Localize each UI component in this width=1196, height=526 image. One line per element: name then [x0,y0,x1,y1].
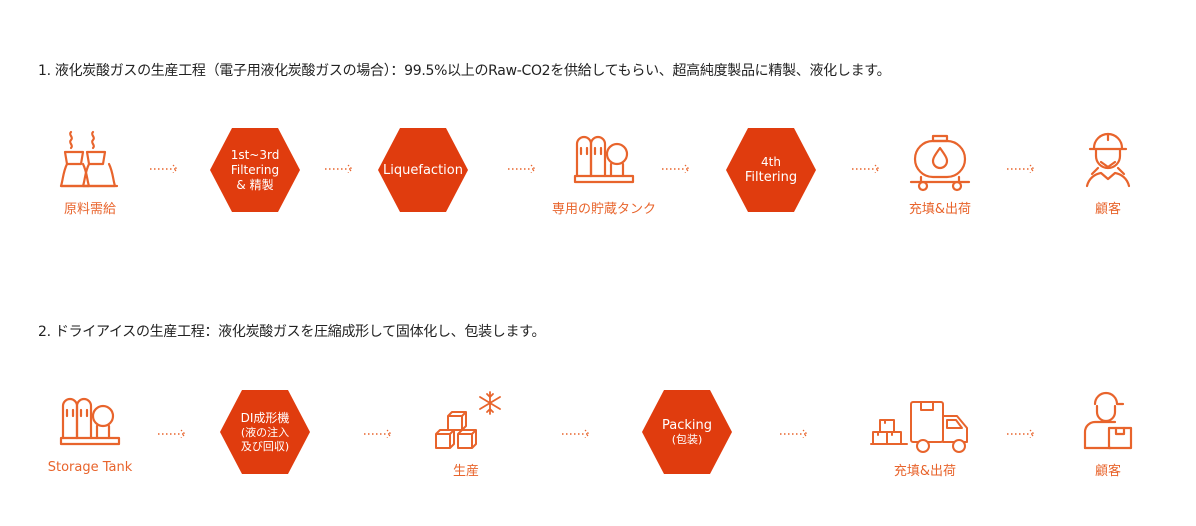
section2-heading: 2. ドライアイスの生産工程：液化炭酸ガスを圧縮成形して固体化し、包装します。 [38,324,546,340]
dotted-arrow-connector [158,429,186,438]
dotted-arrow-connector [150,164,178,173]
hex-step-filtering-refining: 1st~3rd Filtering & 精製 [210,128,300,212]
hex-text-line: 及び回収) [240,439,290,453]
hex-step-packing: Packing (包装) [642,390,732,474]
step-label: 顧客 [1094,202,1121,217]
dotted-arrow-connector [562,429,590,438]
step-label: 生産 [452,464,479,479]
hex-step-4th-filtering: 4th Filtering [726,128,816,212]
worker-icon [1085,132,1131,188]
step-customer: 顧客 [1048,390,1168,479]
ice-blocks-icon [435,391,501,449]
worker-box-icon [1083,391,1133,450]
hex-text-line: Liquefaction [383,162,463,178]
step-label: 原料需給 [63,202,116,217]
hex-text-line: Filtering [744,170,798,185]
step-label: 充填&出荷 [908,202,972,217]
dotted-arrow-connector [325,164,353,173]
hex-text-line: & 精製 [236,177,274,192]
step-label: Storage Tank [47,460,133,475]
step-label: 専用の貯蔵タンク [551,202,656,217]
dotted-arrow-connector [1007,429,1035,438]
step-label: 充填&出荷 [893,464,957,479]
step-storage-tank: Storage Tank [30,390,150,475]
hex-text-line: Packing [661,417,712,433]
section1-heading: 1. 液化炭酸ガスの生産工程（電子用液化炭酸ガスの場合）：99.5%以上のRaw… [38,63,891,79]
hex-step-di-molding: DI成形機 (液の注入 及び回収) [220,390,310,474]
storage-tank-icon [573,135,635,184]
hex-text-line: (包装) [671,432,703,446]
step-customer: 顧客 [1048,128,1168,217]
process-row-1: 原料需給 1st~3rd Filtering & 精製 Liquefaction [0,128,1196,248]
step-storage-tank: 専用の貯蔵タンク [536,128,672,217]
hex-step-liquefaction: Liquefaction [378,128,468,212]
dotted-arrow-connector [508,164,536,173]
dotted-arrow-connector [852,164,880,173]
hex-text-line: (液の注入 [240,425,290,439]
factory-icon [59,130,119,188]
hex-text-line: DI成形機 [240,410,290,425]
step-raw-material: 原料需給 [30,128,150,217]
dotted-arrow-connector [780,429,808,438]
step-label: 顧客 [1094,464,1121,479]
process-row-2: Storage Tank DI成形機 (液の注入 及び回収) 生産 [0,390,1196,510]
storage-tank-icon [59,397,121,446]
step-filling-shipping: 充填&出荷 [850,390,1000,479]
step-production: 生産 [406,390,526,479]
dotted-arrow-connector [1007,164,1035,173]
tanker-icon [909,134,971,192]
delivery-truck-icon [870,401,968,453]
step-filling-shipping: 充填&出荷 [880,128,1000,217]
dotted-arrow-connector [662,164,690,173]
dotted-arrow-connector [364,429,392,438]
hex-text-line: 4th [761,155,781,169]
hex-text-line: 1st~3rd [230,147,280,162]
hex-text-line: Filtering [230,162,280,177]
